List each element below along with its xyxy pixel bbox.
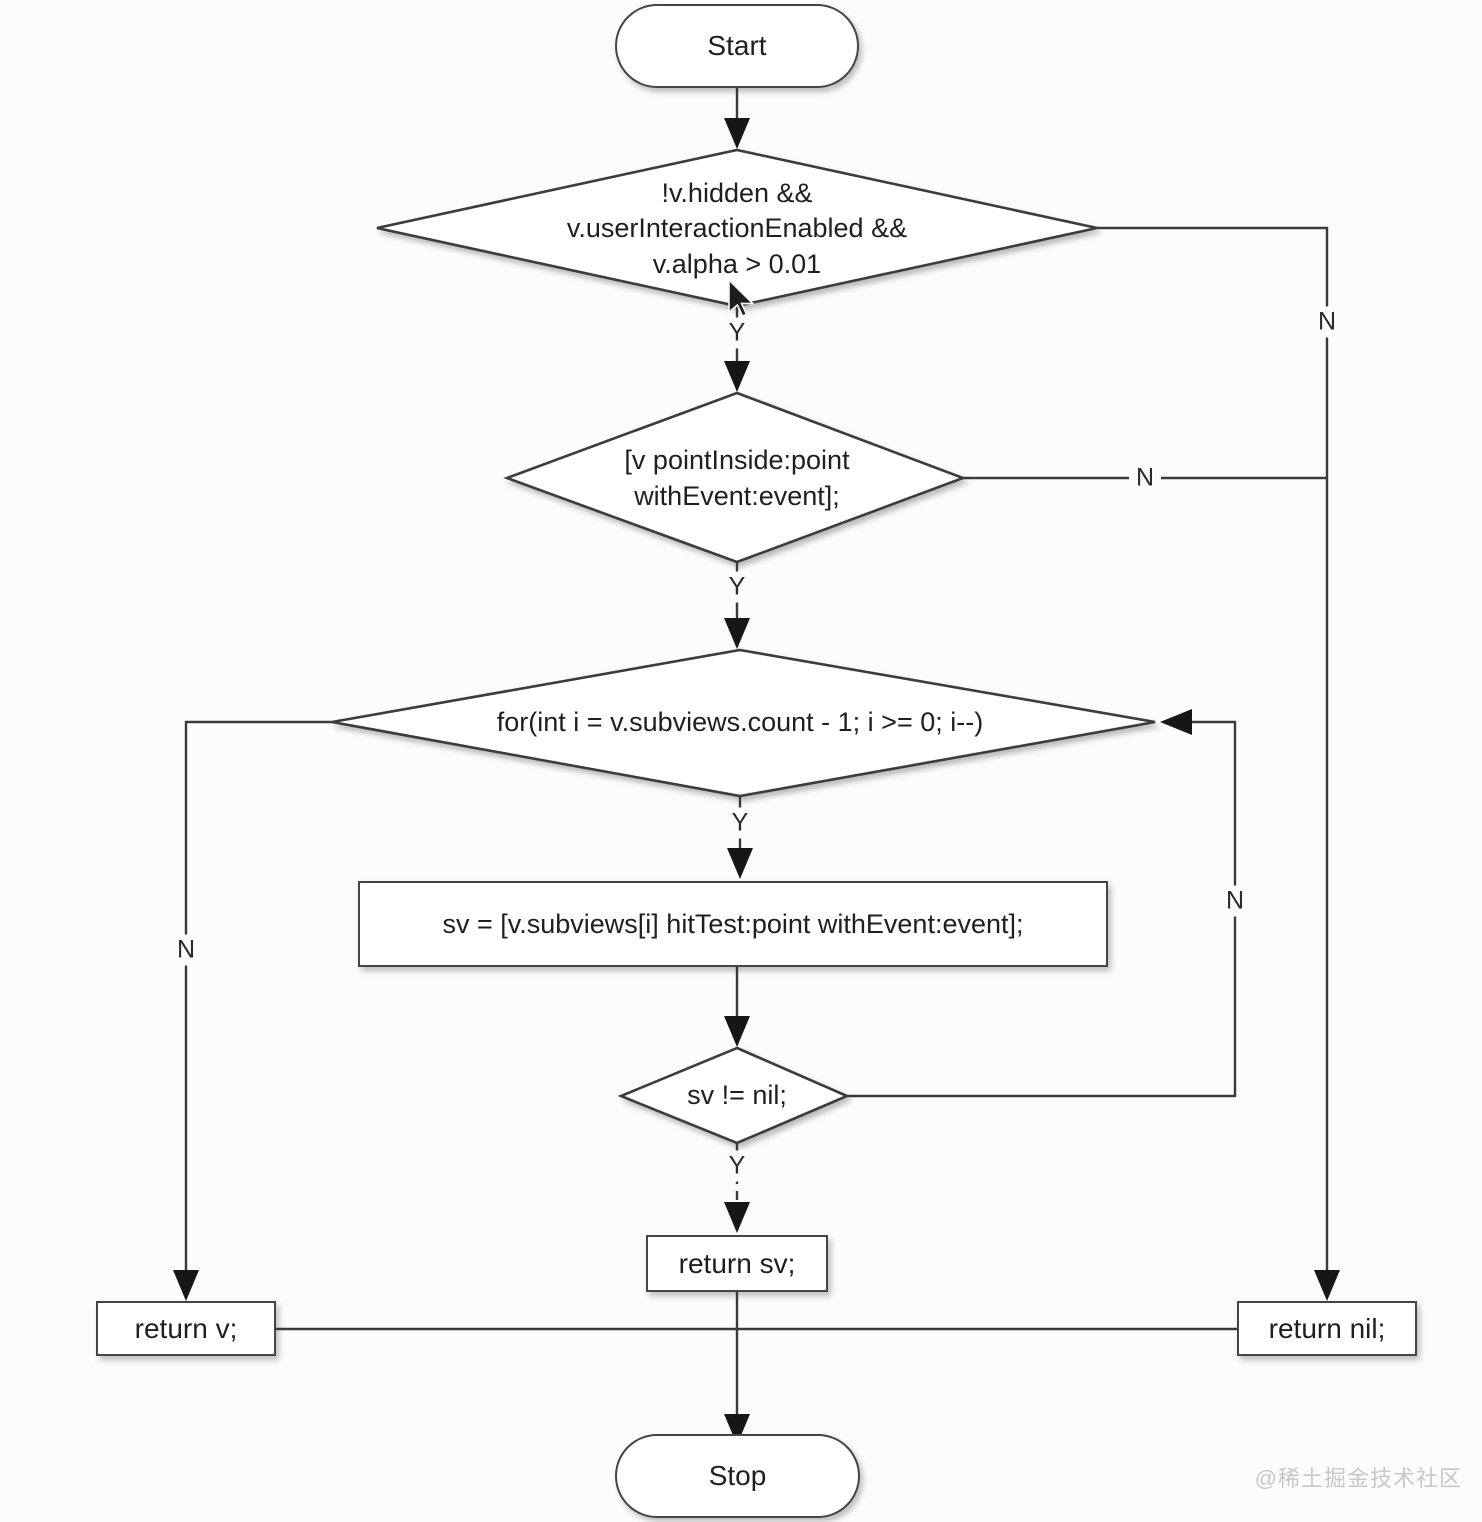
return-nil-label: return nil; xyxy=(1268,1312,1386,1344)
arrowhead xyxy=(724,1016,750,1047)
stop-node: Stop xyxy=(615,1434,860,1518)
edge-label-cond-visible-no: N xyxy=(1310,306,1344,338)
edge-cond-visible-no xyxy=(1097,226,1329,1271)
return-nil-box: return nil; xyxy=(1237,1301,1417,1356)
edge-label-cond-sv-no: N xyxy=(1218,885,1252,917)
return-sv-box: return sv; xyxy=(646,1235,828,1292)
arrowhead xyxy=(1160,709,1192,735)
process-hit-test-box: sv = [v.subviews[i] hitTest:point withEv… xyxy=(358,881,1108,967)
watermark-text: @稀土掘金技术社区 xyxy=(1254,1466,1462,1491)
arrowhead xyxy=(727,848,753,879)
arrowhead xyxy=(724,118,750,149)
return-v-box: return v; xyxy=(96,1301,276,1356)
arrowhead xyxy=(724,1414,750,1445)
edge-label-cond-visible-yes: Y xyxy=(721,317,753,349)
arrowhead xyxy=(1314,1270,1340,1301)
cond-for-loop-label: for(int i = v.subviews.count - 1; i >= 0… xyxy=(496,707,984,738)
edge-label-cond-point-inside-no: N xyxy=(1128,462,1162,494)
stop-label: Stop xyxy=(708,1460,767,1491)
cond-point-inside-label: [v pointInside:point withEvent:event]; xyxy=(624,445,850,511)
cond-sv-not-nil-label: sv != nil; xyxy=(687,1080,787,1111)
edge-label-cond-for-loop-yes: Y xyxy=(724,807,756,839)
return-v-label: return v; xyxy=(134,1312,238,1344)
edge-cond-for-loop-no xyxy=(184,720,332,1271)
mouse-cursor xyxy=(728,278,755,318)
process-hit-test-label: sv = [v.subviews[i] hitTest:point withEv… xyxy=(442,908,1024,939)
start-node: Start xyxy=(615,4,859,88)
edge-label-cond-point-inside-yes: Y xyxy=(721,571,753,603)
arrowhead xyxy=(724,361,750,392)
edge-label-cond-for-loop-no: N xyxy=(169,934,203,966)
edge-label-cond-sv-yes: Y xyxy=(721,1150,753,1182)
arrowhead xyxy=(724,618,750,649)
return-sv-label: return sv; xyxy=(678,1247,796,1279)
cond-visible-label: !v.hidden && v.userInteractionEnabled &&… xyxy=(566,177,908,279)
start-label: Start xyxy=(707,30,767,61)
arrowhead xyxy=(724,1202,750,1233)
arrowhead xyxy=(173,1270,199,1301)
